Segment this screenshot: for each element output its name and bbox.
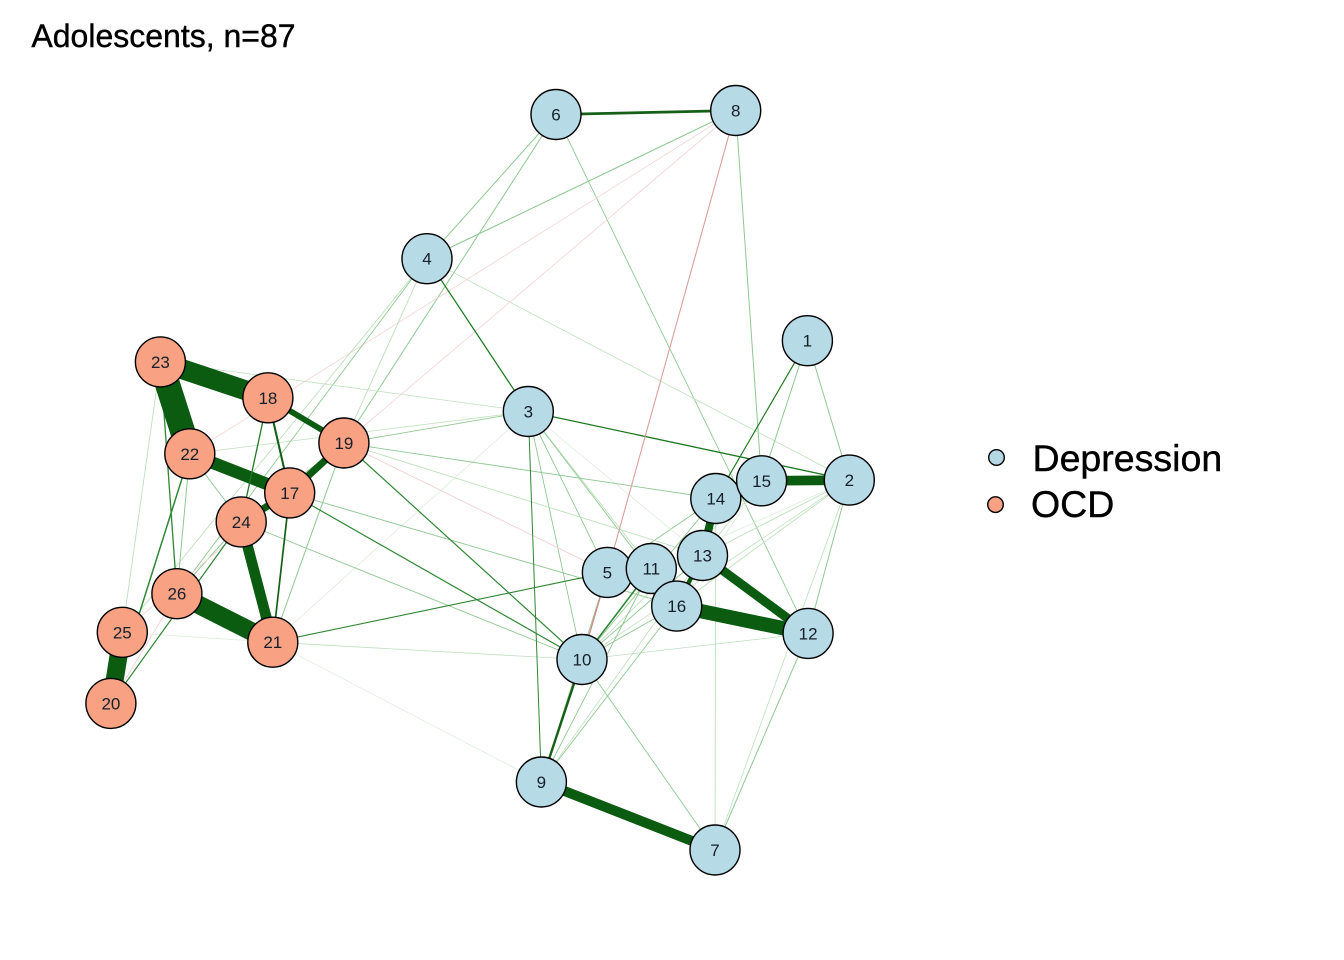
svg-text:1: 1 — [803, 332, 812, 351]
svg-text:Depression: Depression — [1033, 437, 1223, 479]
svg-text:10: 10 — [573, 651, 592, 670]
svg-text:20: 20 — [101, 694, 120, 713]
svg-text:6: 6 — [551, 106, 560, 125]
svg-text:3: 3 — [524, 403, 533, 422]
svg-text:22: 22 — [180, 445, 199, 464]
svg-text:4: 4 — [422, 250, 431, 269]
svg-text:17: 17 — [280, 484, 299, 503]
svg-text:13: 13 — [693, 547, 712, 566]
svg-text:2: 2 — [845, 471, 854, 490]
svg-text:19: 19 — [334, 434, 353, 453]
svg-text:11: 11 — [642, 560, 660, 579]
svg-text:25: 25 — [113, 623, 132, 642]
svg-text:24: 24 — [232, 513, 251, 532]
svg-text:23: 23 — [151, 353, 170, 372]
svg-text:26: 26 — [167, 585, 186, 604]
svg-text:7: 7 — [710, 841, 719, 860]
svg-text:14: 14 — [706, 490, 725, 509]
svg-text:OCD: OCD — [1031, 483, 1114, 525]
svg-text:21: 21 — [263, 633, 282, 652]
svg-text:16: 16 — [667, 597, 686, 616]
svg-text:9: 9 — [537, 773, 546, 792]
svg-text:15: 15 — [752, 472, 771, 491]
svg-text:12: 12 — [799, 624, 818, 643]
svg-text:8: 8 — [731, 102, 740, 121]
svg-text:5: 5 — [603, 563, 612, 582]
svg-text:Adolescents, n=87: Adolescents, n=87 — [31, 18, 295, 54]
svg-text:18: 18 — [258, 389, 277, 408]
